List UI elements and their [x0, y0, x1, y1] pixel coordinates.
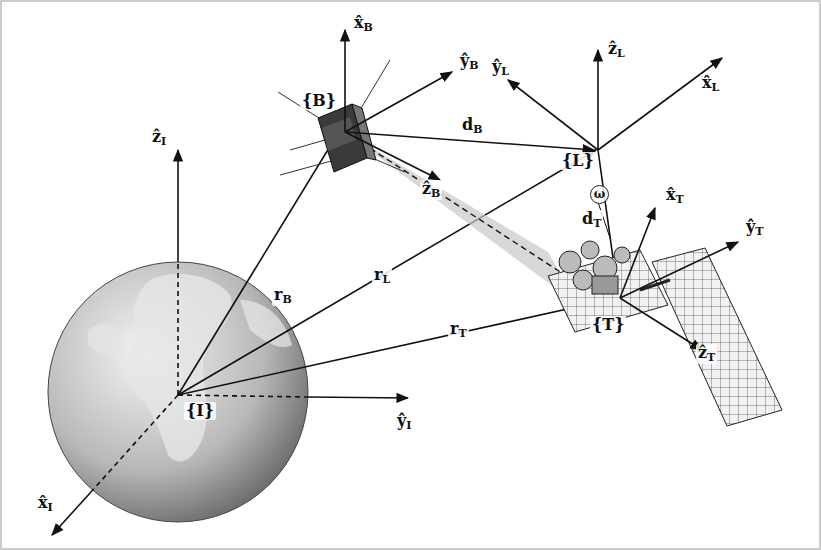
vector-label: rL — [372, 266, 392, 286]
vector-label: dB — [460, 116, 485, 136]
vector-label: ŷL — [490, 58, 511, 78]
vector-label: ẑT — [696, 344, 717, 364]
vector-label: ŷB — [458, 52, 481, 72]
vector-label: ẑI — [150, 128, 168, 148]
vector-label: x̂T — [664, 186, 686, 206]
frame-label: {B} — [300, 92, 338, 110]
vector-label: x̂B — [352, 14, 375, 34]
vector-label: ẑL — [606, 40, 627, 60]
vector-label: dT — [580, 210, 603, 230]
rotation-symbol: ω — [590, 185, 609, 204]
frame-label: {L} — [560, 152, 596, 170]
vector-label: x̂I — [36, 494, 55, 514]
vector-label: rB — [272, 286, 294, 306]
vector-label: ẑB — [420, 180, 442, 200]
frame-label: {I} — [184, 402, 216, 420]
frame-label: {T} — [590, 316, 626, 334]
vector-label: ŷI — [395, 412, 413, 432]
vector-label: x̂L — [700, 74, 721, 94]
vector-label: rT — [448, 320, 469, 340]
vector-label: ŷT — [744, 218, 765, 238]
